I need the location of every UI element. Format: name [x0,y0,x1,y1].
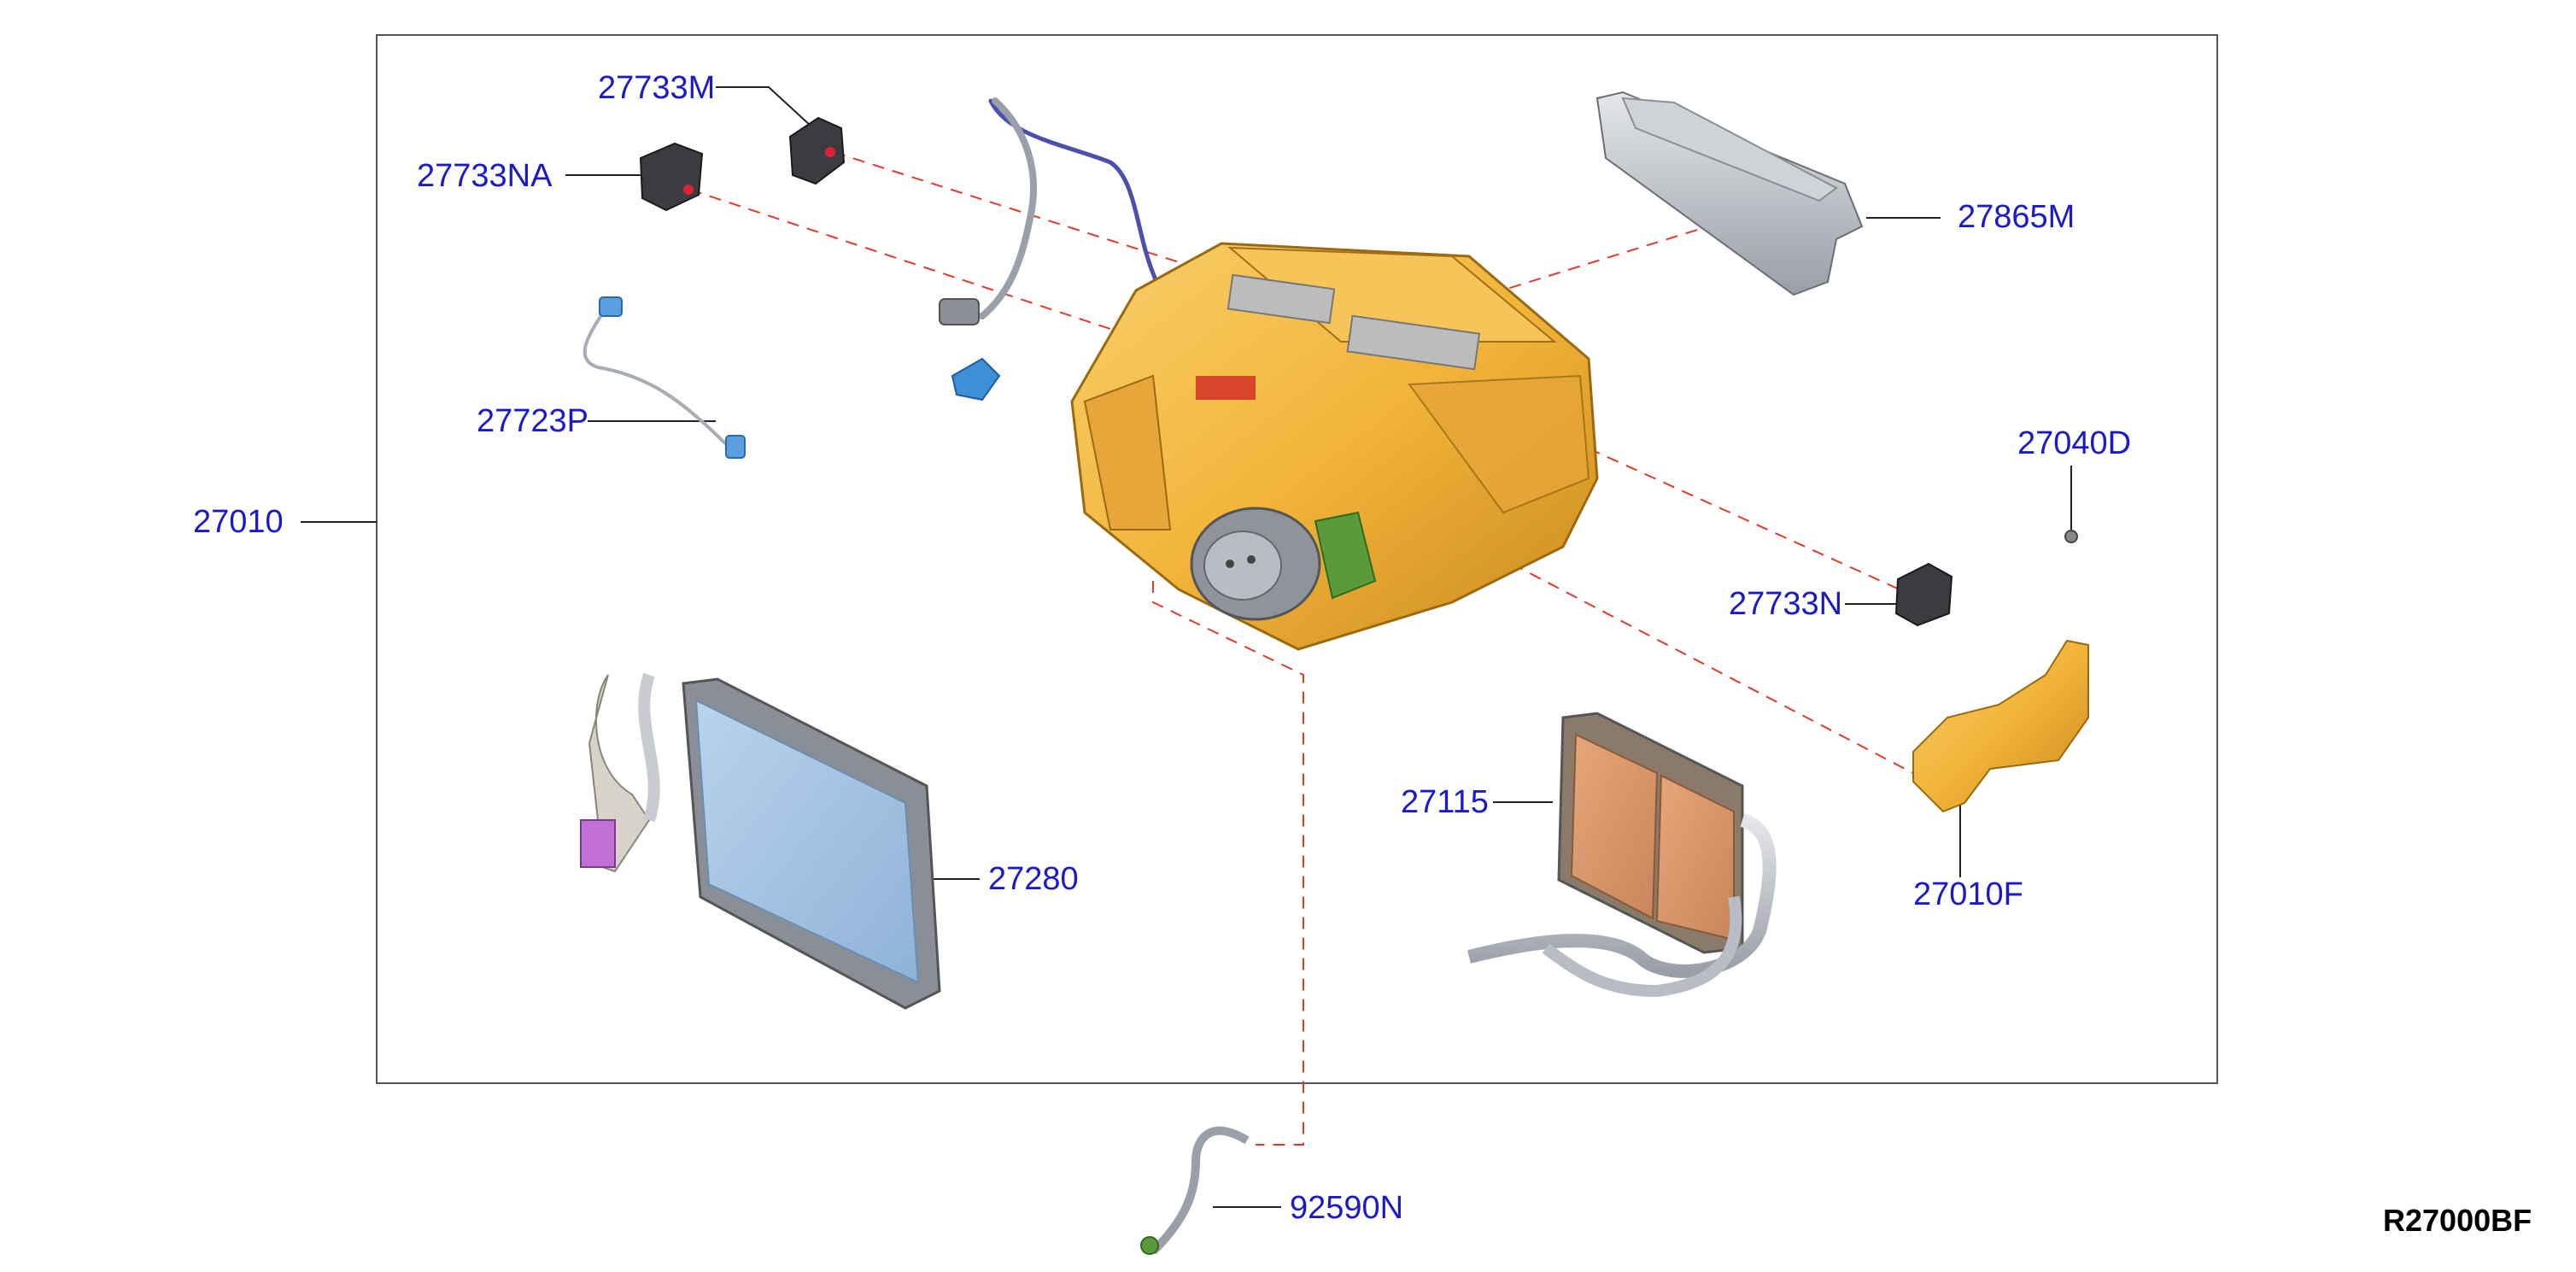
screw-27040D [2064,530,2078,543]
callout-27733M: 27733M [598,70,716,106]
diagram-code: R27000BF [2383,1203,2532,1238]
actuator-27733N [1894,562,1953,627]
dash-27733N [1588,448,1910,595]
callout-27115: 27115 [1401,784,1489,820]
assembly-frame [376,34,2218,1084]
callout-27040D: 27040D [2017,425,2132,461]
dash-92590N [1152,581,1304,1146]
heater-core-27115 [1467,712,1777,998]
leader-27733M [716,86,812,127]
evaporator-27280 [580,672,941,1010]
actuator-27733NA [639,142,704,212]
callout-27010F: 27010F [1913,876,2023,912]
drain-hose-92590N [1140,1126,1250,1255]
dashed-leaders [689,151,1914,1146]
callout-92590N: 92590N [1290,1190,1404,1226]
dash-27010F [1511,563,1914,774]
hvac-housing-27010 [1070,242,1599,651]
dash-27733M [833,151,1188,266]
callout-27865M: 27865M [1958,199,2075,235]
sensor-27723P [583,296,746,459]
duct-27010F [1912,639,2089,813]
dash-27865M [1460,223,1718,304]
dash-27733NA [689,189,1137,338]
duct-27865M [1595,91,1864,296]
actuator-27733M [788,116,846,185]
callout-27733N: 27733N [1729,586,1843,622]
callout-27280: 27280 [988,861,1079,897]
callout-27723P: 27723P [477,403,589,439]
callout-27010: 27010 [193,504,284,540]
callout-27733NA: 27733NA [417,158,553,194]
